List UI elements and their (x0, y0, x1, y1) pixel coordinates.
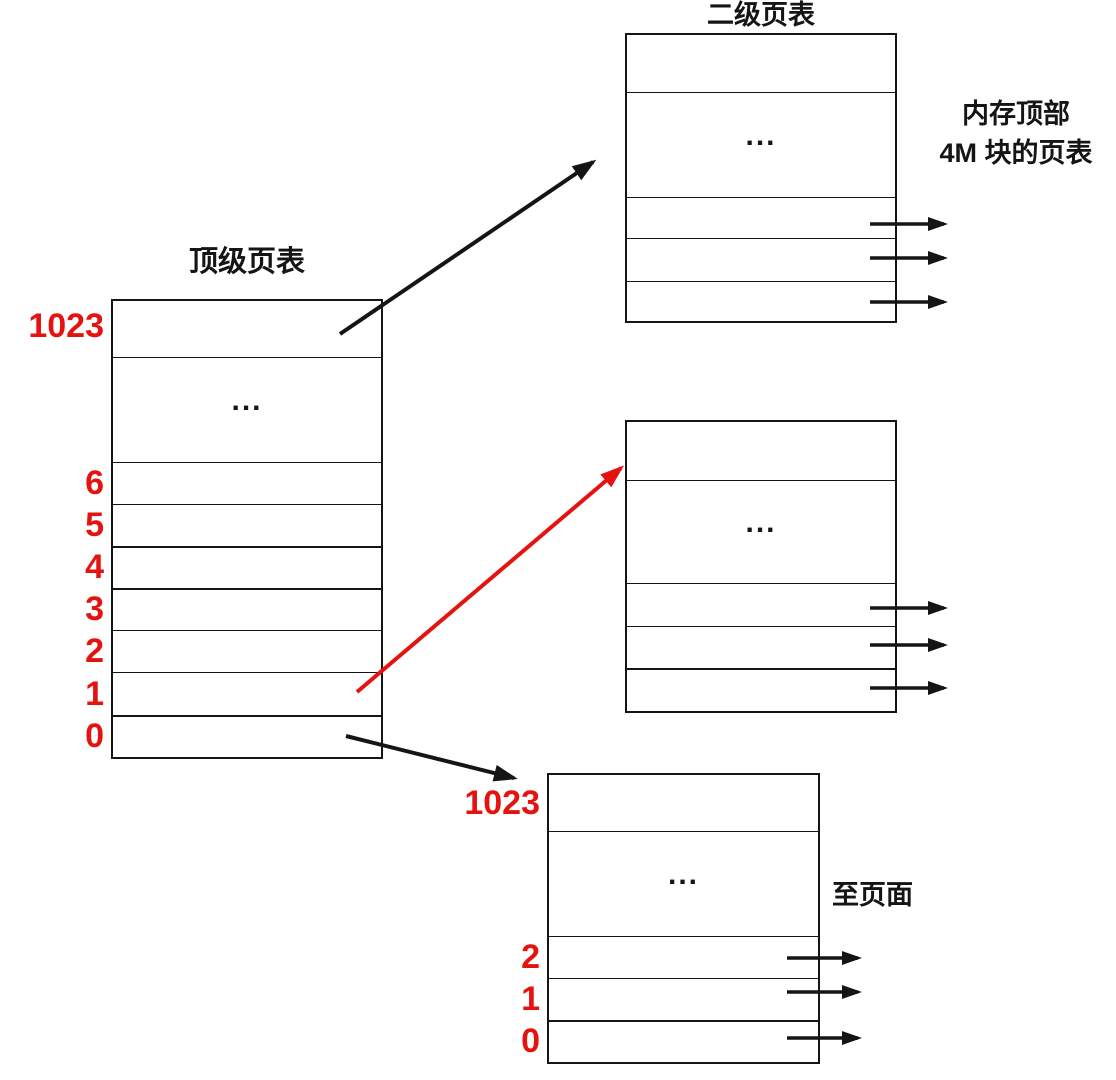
to-pages-label: 至页面 (832, 880, 913, 910)
table-row-2 (113, 630, 381, 672)
table-row-6 (113, 462, 381, 504)
table-row-1023 (549, 775, 818, 831)
table-row-5 (113, 504, 381, 546)
ellipsis-text: ... (745, 119, 777, 152)
memory-top-label: 内存顶部 4M 块的页表 (916, 95, 1116, 173)
second-level-table-bottom: ... (547, 773, 820, 1064)
row-index-label-2: 2 (85, 632, 104, 670)
bottom-row-index-label-2: 2 (521, 938, 540, 976)
top-table-title: 顶级页表 (188, 246, 305, 278)
table-row-0 (113, 715, 381, 757)
top-level-page-table: ... (111, 299, 383, 759)
table-row (627, 626, 895, 668)
table-row-ellipsis: ... (549, 831, 818, 936)
arrow-entry1-to-middle-table (355, 465, 625, 694)
table-row (627, 422, 895, 480)
table-row-2 (549, 936, 818, 978)
table-row (627, 583, 895, 626)
bottom-row-index-label-1023: 1023 (464, 784, 540, 822)
table-row (627, 197, 895, 238)
table-row (627, 281, 895, 321)
row-index-label-0: 0 (85, 717, 104, 755)
table-row (627, 668, 895, 711)
ellipsis-text: ... (745, 506, 777, 539)
row-index-label-3: 3 (85, 590, 104, 628)
table-row-1 (113, 672, 381, 715)
table-row-4 (113, 546, 381, 588)
second-table-title: 二级页表 (707, 0, 815, 30)
row-index-label-1: 1 (85, 675, 104, 713)
table-row (627, 238, 895, 281)
memory-top-label-line1: 内存顶部 (962, 99, 1070, 129)
table-row-ellipsis: ... (627, 480, 895, 583)
ellipsis-text: ... (667, 858, 699, 891)
row-index-label-5: 5 (85, 506, 104, 544)
table-row-ellipsis: ... (113, 357, 381, 462)
second-level-table-middle: ... (625, 420, 897, 713)
second-level-table-top: ... (625, 33, 897, 323)
row-index-label-4: 4 (85, 548, 104, 586)
table-row-1 (549, 978, 818, 1020)
bottom-row-index-label-0: 0 (521, 1022, 540, 1060)
bottom-row-index-label-1: 1 (521, 980, 540, 1018)
ellipsis-text: ... (231, 384, 263, 417)
table-row-3 (113, 588, 381, 630)
table-row-ellipsis: ... (627, 92, 895, 197)
memory-top-label-line2: 4M 块的页表 (939, 138, 1093, 168)
table-row-1023 (113, 301, 381, 357)
table-row (627, 35, 895, 92)
table-row-0 (549, 1020, 818, 1062)
row-index-label-6: 6 (85, 464, 104, 502)
row-index-label-1023: 1023 (28, 307, 104, 345)
